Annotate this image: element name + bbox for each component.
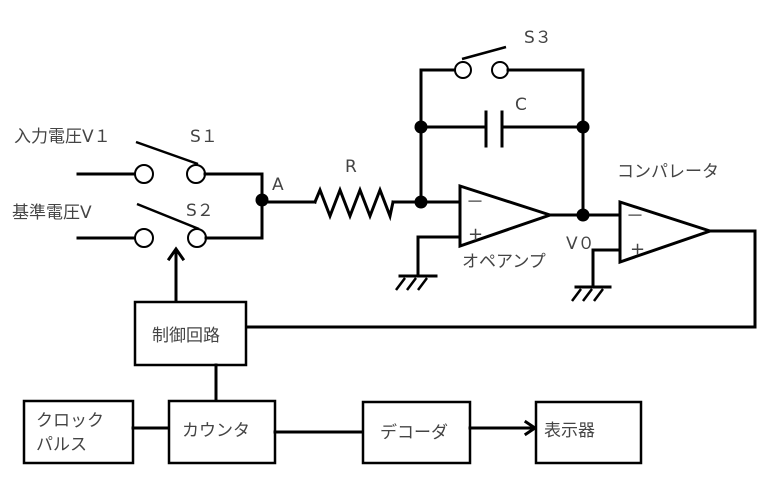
arrow-up-icon [166, 246, 186, 262]
display-box [534, 400, 643, 465]
comparator-triangle [618, 199, 715, 265]
wire-comparator-plus-ground [591, 248, 622, 288]
opamp-triangle [458, 183, 555, 249]
control-circuit-box [133, 300, 248, 367]
node-v0 [576, 208, 590, 222]
label-s3: S３ [524, 28, 552, 48]
s2-blade [136, 202, 200, 231]
label-v0: V０ [566, 234, 595, 254]
wire-feedback-left [419, 68, 457, 204]
s1-blade [135, 140, 199, 166]
label-s2: S２ [186, 201, 214, 221]
label-comparator: コンパレータ [617, 162, 719, 182]
ground-icon [395, 274, 438, 291]
counter-box [167, 399, 277, 465]
label-s1: S１ [190, 127, 218, 147]
decoder-box [361, 400, 472, 465]
decoder-label: デコーダ [380, 422, 448, 443]
s2-terminal-left [134, 228, 154, 248]
wire-opamp-plus-ground [416, 235, 462, 277]
s2-terminal-right [187, 228, 207, 248]
label-node-a: A [272, 175, 284, 195]
label-resistor: R [345, 157, 357, 177]
control-circuit-label: 制御回路 [152, 326, 220, 346]
s1-terminal-left [134, 164, 154, 184]
display-label: 表示器 [544, 421, 595, 441]
s3-terminal-left [454, 61, 472, 79]
label-input-voltage: 入力電圧V１ [14, 127, 111, 147]
label-opamp: オペアンプ [462, 252, 546, 272]
clock-label-line2: パルス [36, 435, 87, 455]
wire-feedback-right [506, 68, 585, 217]
switch-s2 [76, 198, 264, 248]
comparator-plus-sign: + [630, 239, 645, 260]
ground-icon [571, 285, 612, 302]
label-reference-voltage: 基準電圧V [12, 203, 92, 223]
opamp-minus-sign: － [466, 192, 484, 213]
wire-s2-to-a [204, 198, 264, 240]
s1-terminal-right [186, 164, 206, 184]
label-capacitor: C [515, 95, 527, 115]
resistor-r [313, 185, 395, 222]
clock-label-line1: クロック [36, 411, 104, 431]
counter-label: カウンタ [182, 421, 250, 441]
node-a-junction [255, 193, 269, 207]
wire-s1-to-a [203, 172, 264, 202]
s3-terminal-right [491, 61, 509, 79]
clock-pulse-box [22, 399, 135, 465]
comparator-minus-sign: － [626, 206, 644, 227]
switch-s1 [76, 140, 264, 202]
wire-comparator-to-control [244, 229, 757, 329]
s3-blade [461, 45, 507, 61]
opamp-plus-sign: + [468, 224, 483, 245]
